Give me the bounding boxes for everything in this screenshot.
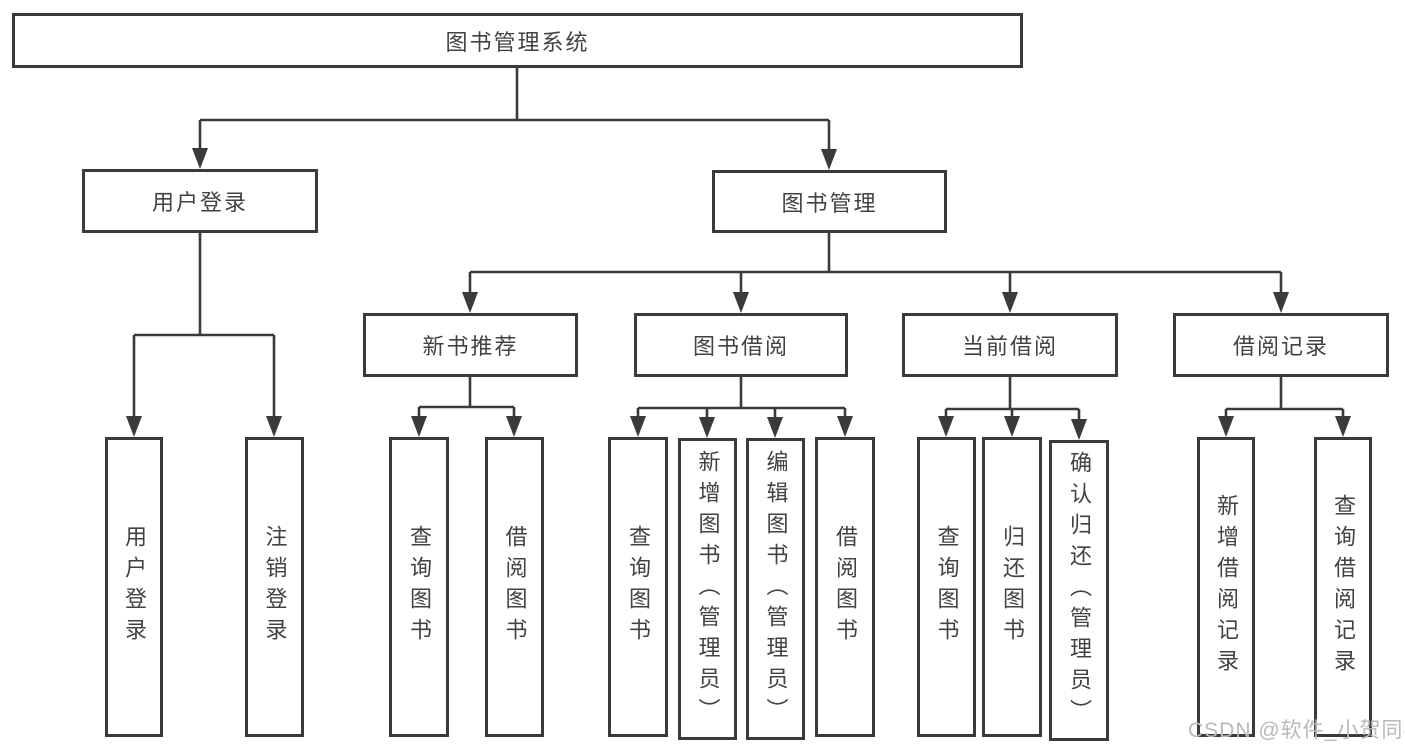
arrowheads <box>126 148 1351 440</box>
leaf-query-borrow-record: 查询借阅记录 <box>1314 437 1372 737</box>
arrow-down-icon <box>506 416 522 437</box>
node-new-book-recommend: 新书推荐 <box>363 313 578 377</box>
leaf-add-books-admin: 新增图书（管理员） <box>678 438 737 740</box>
leaf-edit-books-admin: 编辑图书（管理员） <box>746 438 805 740</box>
arrow-down-icon <box>462 292 478 313</box>
arrow-down-icon <box>837 416 853 437</box>
arrow-down-icon <box>1004 416 1020 437</box>
arrow-down-icon <box>126 416 142 437</box>
arrow-down-icon <box>1273 292 1289 313</box>
arrow-down-icon <box>938 416 954 437</box>
leaf-borrow-books-recommend: 借阅图书 <box>485 437 544 737</box>
node-book-management: 图书管理 <box>712 170 947 233</box>
node-borrowing-records: 借阅记录 <box>1173 313 1389 377</box>
node-book-borrowing: 图书借阅 <box>634 313 848 377</box>
leaf-borrow-books: 借阅图书 <box>815 437 875 737</box>
arrow-down-icon <box>733 292 749 313</box>
node-current-borrowing: 当前借阅 <box>902 313 1118 377</box>
connector-lines <box>132 68 1345 421</box>
leaf-query-books-recommend: 查询图书 <box>389 437 449 737</box>
leaf-query-books-current: 查询图书 <box>917 437 976 737</box>
leaf-logout: 注销登录 <box>245 437 304 737</box>
arrow-down-icon <box>266 416 282 437</box>
arrow-down-icon <box>1002 292 1018 313</box>
arrow-down-icon <box>767 417 783 438</box>
arrow-down-icon <box>1218 416 1234 437</box>
leaf-query-books-borrowing: 查询图书 <box>608 437 668 737</box>
arrow-down-icon <box>1335 416 1351 437</box>
arrow-down-icon <box>699 417 715 438</box>
watermark: CSDN @软件_小贺同学 <box>1188 719 1405 742</box>
leaf-confirm-return-admin: 确认归还（管理员） <box>1049 440 1109 741</box>
arrow-down-icon <box>1071 419 1087 440</box>
arrow-down-icon <box>630 416 646 437</box>
leaf-add-borrow-record: 新增借阅记录 <box>1197 437 1255 737</box>
leaf-user-login: 用户登录 <box>105 437 163 737</box>
arrow-down-icon <box>192 148 208 169</box>
arrow-down-icon <box>411 416 427 437</box>
node-user-login-branch: 用户登录 <box>82 169 318 233</box>
arrow-down-icon <box>821 149 837 170</box>
leaf-return-books: 归还图书 <box>982 437 1042 737</box>
node-root: 图书管理系统 <box>12 13 1023 68</box>
